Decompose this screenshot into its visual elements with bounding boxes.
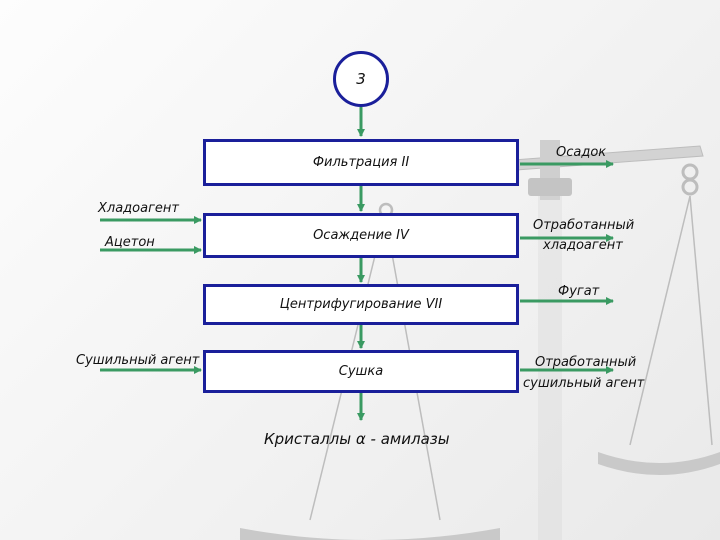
- step-label: Фильтрация II: [312, 155, 410, 170]
- step-filtration: Фильтрация II: [203, 139, 519, 186]
- step-centrifugation: Центрифугирование VII: [203, 284, 519, 325]
- output-spent-coolant-label-2: хладоагент: [543, 238, 623, 253]
- step-label: Центрифугирование VII: [279, 297, 443, 312]
- final-product-label: Кристаллы α - амилазы: [264, 430, 450, 448]
- input-drying-agent-label: Сушильный агент: [76, 353, 200, 368]
- output-fugate-label: Фугат: [558, 284, 600, 299]
- step-drying: Сушка: [203, 350, 519, 393]
- step-precipitation: Осаждение IV: [203, 213, 519, 258]
- output-spent-drying-label-2: сушильный агент: [523, 376, 645, 391]
- start-node: 3: [333, 51, 389, 107]
- input-coolant-label: Хладоагент: [98, 201, 179, 216]
- step-label: Осаждение IV: [313, 228, 409, 243]
- step-label: Сушка: [338, 364, 384, 379]
- output-sediment-label: Осадок: [556, 145, 607, 160]
- start-node-label: 3: [356, 70, 366, 88]
- input-acetone-label: Ацетон: [105, 235, 155, 250]
- output-spent-coolant-label-1: Отработанный: [533, 218, 635, 233]
- output-spent-drying-label-1: Отработанный: [535, 355, 637, 370]
